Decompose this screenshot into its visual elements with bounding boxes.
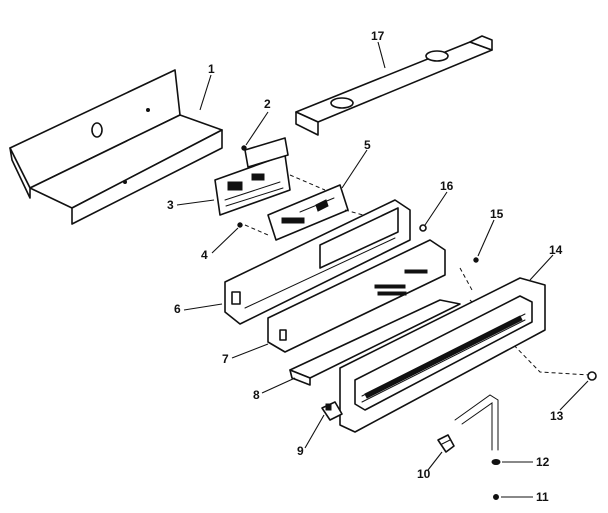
part-9-small-bracket — [321, 401, 343, 421]
callout-2: 2 — [264, 97, 271, 111]
part-10-knob-clip — [437, 434, 455, 453]
part-6-mounting-frame — [224, 199, 411, 325]
callout-5: 5 — [364, 138, 371, 152]
callout-4: 4 — [201, 248, 208, 262]
part-3-control-board — [214, 137, 291, 216]
callout-9: 9 — [297, 444, 304, 458]
callout-8: 8 — [253, 388, 260, 402]
callout-10: 10 — [417, 467, 431, 481]
part-5-switch-panel — [267, 184, 349, 241]
callout-15: 15 — [490, 207, 504, 221]
door-edge-lines — [454, 394, 499, 451]
callout-14: 14 — [549, 243, 563, 257]
part-7-overlay-panel — [267, 239, 446, 353]
callout-7: 7 — [222, 352, 229, 366]
part-17-top-cover — [295, 35, 493, 136]
callout-1: 1 — [208, 62, 215, 76]
callout-16: 16 — [440, 179, 454, 193]
callout-3: 3 — [167, 198, 174, 212]
callout-11: 11 — [536, 490, 549, 504]
callout-12: 12 — [536, 455, 550, 469]
leader-lines — [176, 41, 589, 498]
part-14-front-housing — [339, 277, 546, 433]
part-1-channel-bracket — [9, 69, 223, 225]
fasteners — [237, 145, 597, 500]
callout-17: 17 — [371, 29, 385, 43]
part-8-trim-strip — [289, 299, 461, 386]
callout-labels: 1 2 3 4 5 6 7 8 9 10 11 12 13 14 15 16 1… — [167, 29, 564, 504]
callout-13: 13 — [550, 409, 564, 423]
callout-6: 6 — [174, 302, 181, 316]
